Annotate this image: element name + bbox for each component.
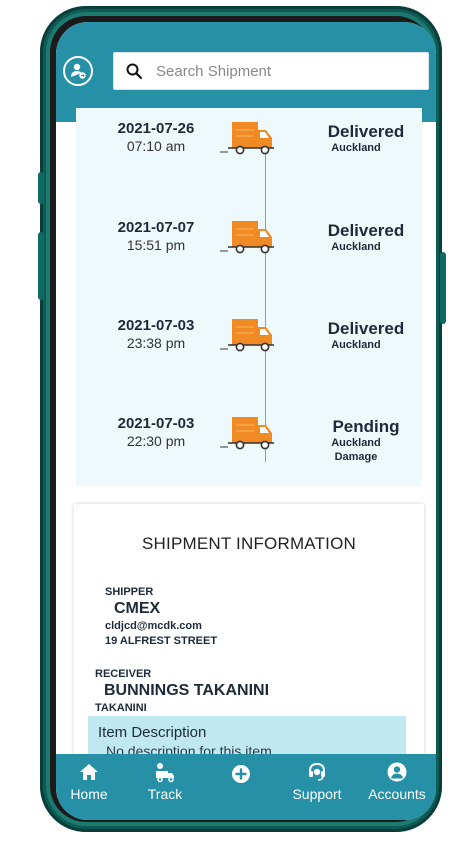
event-location: Auckland (331, 241, 381, 253)
event-location: Auckland (331, 142, 381, 154)
track-truck-icon (130, 760, 200, 784)
delivery-truck-icon (220, 413, 278, 453)
delivery-truck-icon (220, 118, 278, 158)
receiver-name: BUNNINGS TAKANINI (104, 682, 270, 699)
receiver-label: RECEIVER (95, 668, 152, 680)
app-screen: 2021-07-26 07:10 am Delivered Auckland 2… (56, 22, 436, 820)
search-bar[interactable] (113, 52, 429, 90)
user-circle-icon (362, 760, 432, 784)
event-status: Delivered (327, 319, 405, 338)
nav-accounts-label: Accounts (368, 786, 426, 802)
search-icon[interactable] (114, 62, 154, 80)
shipper-name: CMEX (114, 600, 161, 617)
nav-track[interactable]: Track (130, 760, 200, 810)
timeline-event: 2021-07-03 22:30 pm Pending Auckland Dam… (76, 415, 422, 475)
event-status: Pending (332, 417, 400, 436)
event-time: 07:10 am (126, 138, 186, 154)
user-switch-icon[interactable] (63, 56, 93, 86)
nav-support[interactable]: Support (282, 760, 352, 810)
search-input[interactable] (154, 61, 428, 81)
item-description-label: Item Description (98, 724, 207, 741)
nav-add[interactable] (206, 762, 276, 812)
timeline-event: 2021-07-07 15:51 pm Delivered Auckland (76, 219, 422, 279)
shipment-info-title: SHIPMENT INFORMATION (142, 534, 356, 553)
timeline-event: 2021-07-26 07:10 am Delivered Auckland (76, 120, 422, 180)
timeline-connector-line (265, 142, 266, 462)
home-icon (56, 760, 124, 784)
shipper-label: SHIPPER (105, 586, 154, 598)
power-button (440, 252, 446, 324)
tracking-timeline: 2021-07-26 07:10 am Delivered Auckland 2… (76, 108, 422, 486)
event-status: Delivered (327, 122, 405, 141)
nav-track-label: Track (147, 786, 183, 802)
event-time: 15:51 pm (126, 237, 186, 253)
nav-home-label: Home (70, 786, 108, 802)
app-header (56, 22, 436, 122)
event-date: 2021-07-26 (117, 120, 195, 137)
delivery-truck-icon (220, 217, 278, 257)
event-date: 2021-07-03 (117, 415, 195, 432)
event-time: 23:38 pm (126, 335, 186, 351)
event-status: Delivered (327, 221, 405, 240)
event-date: 2021-07-03 (117, 317, 195, 334)
shipper-email: cldjcd@mcdk.com (105, 620, 202, 632)
delivery-truck-icon (220, 315, 278, 355)
event-note: Damage (334, 451, 378, 463)
headset-icon (282, 760, 352, 784)
event-location: Auckland (331, 339, 381, 351)
shipper-address: 19 ALFREST STREET (105, 635, 218, 647)
volume-up-button (38, 172, 44, 204)
event-date: 2021-07-07 (117, 219, 195, 236)
nav-support-label: Support (292, 786, 342, 802)
volume-down-button (38, 232, 44, 300)
event-location: Auckland (331, 437, 381, 449)
event-time: 22:30 pm (126, 433, 186, 449)
nav-accounts[interactable]: Accounts (362, 760, 432, 810)
nav-home[interactable]: Home (56, 760, 124, 810)
receiver-area: TAKANINI (95, 702, 147, 714)
bottom-nav: Home Track (56, 754, 436, 820)
plus-circle-icon (206, 762, 276, 786)
timeline-event: 2021-07-03 23:38 pm Delivered Auckland (76, 317, 422, 377)
